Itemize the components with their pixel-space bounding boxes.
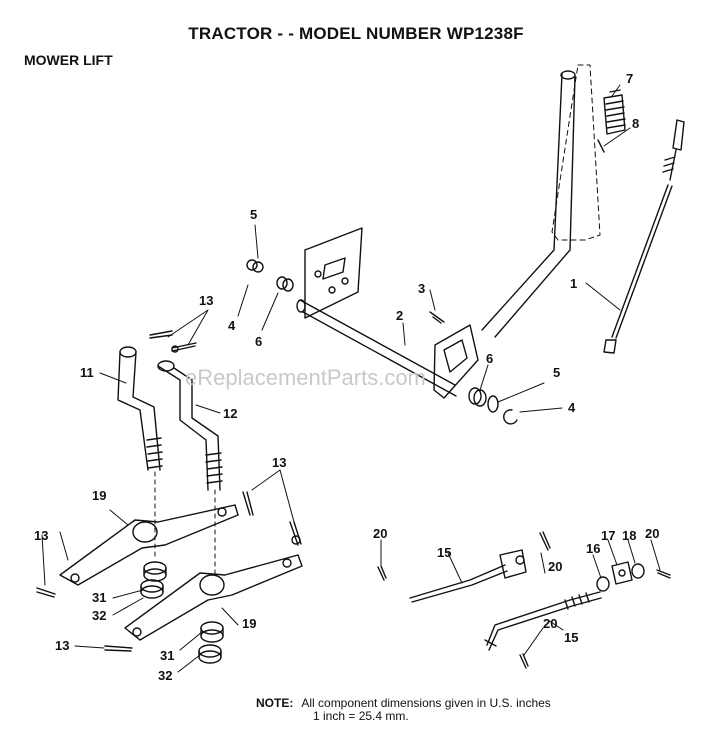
callout-7: 7 <box>626 71 633 86</box>
callout-32-lower: 32 <box>158 668 172 683</box>
callout-13-right: 13 <box>272 455 286 470</box>
watermark: eReplacementParts.com <box>185 365 426 390</box>
callout-6-right: 6 <box>486 351 493 366</box>
bushing-6-right <box>468 387 487 407</box>
diagram-title: TRACTOR - - MODEL NUMBER WP1238F <box>188 24 524 43</box>
callout-13-bottom: 13 <box>55 638 69 653</box>
callout-20-a: 20 <box>373 526 387 541</box>
clip-4-right <box>503 409 518 425</box>
note-line-2: 1 inch = 25.4 mm. <box>313 709 409 723</box>
height-rod-15-upper <box>409 549 527 603</box>
lift-handle <box>481 70 576 338</box>
block-17 <box>611 561 633 585</box>
lift-arm-19-lower <box>124 554 303 641</box>
callout-20-b: 20 <box>548 559 562 574</box>
footnote: NOTE: All component dimensions given in U… <box>256 697 551 723</box>
callout-16: 16 <box>586 541 600 556</box>
callout-20-d: 20 <box>543 616 557 631</box>
bushing-32-lower <box>198 644 222 664</box>
callout-13-left: 13 <box>34 528 48 543</box>
cotter-20c <box>656 569 671 579</box>
link-11 <box>117 346 163 471</box>
spring-7 <box>603 89 626 135</box>
link-12 <box>157 360 223 491</box>
callout-6-left: 6 <box>255 334 262 349</box>
callout-20-c: 20 <box>645 526 659 541</box>
callout-31-upper: 31 <box>92 590 106 605</box>
callout-5-right: 5 <box>553 365 560 380</box>
bushing-6-left <box>276 276 294 292</box>
callout-13-top: 13 <box>199 293 213 308</box>
lift-arm-19-upper <box>59 504 239 586</box>
clips-13-top <box>149 330 197 353</box>
nut-18 <box>631 563 645 579</box>
cotter-20b <box>539 531 551 551</box>
bushing-31-upper <box>143 561 167 582</box>
callout-15-upper: 15 <box>437 545 451 560</box>
callout-17: 17 <box>601 528 615 543</box>
callout-19-lower: 19 <box>242 616 256 631</box>
callout-19-upper: 19 <box>92 488 106 503</box>
callout-31-lower: 31 <box>160 648 174 663</box>
callout-18: 18 <box>622 528 636 543</box>
callout-1: 1 <box>570 276 577 291</box>
note-label: NOTE: <box>256 696 294 710</box>
stud-8 <box>597 139 605 153</box>
callout-11: 11 <box>80 365 94 380</box>
callout-15-lower: 15 <box>564 630 578 645</box>
clip-13-left <box>36 587 56 598</box>
lift-shaft-2 <box>296 299 457 397</box>
washer-5-left <box>246 259 264 273</box>
callout-8: 8 <box>632 116 639 131</box>
note-line-1: All component dimensions given in U.S. i… <box>301 696 551 710</box>
cotter-20a <box>377 565 387 581</box>
section-title: MOWER LIFT <box>24 52 113 68</box>
callout-4-right: 4 <box>568 400 576 415</box>
height-rod-15-lower <box>484 591 602 651</box>
callout-2: 2 <box>396 308 403 323</box>
bushing-31-lower <box>200 621 224 643</box>
clip-13-bottom <box>104 645 133 652</box>
callout-4-left: 4 <box>228 318 236 333</box>
cotter-20d <box>519 653 529 669</box>
mounting-plate <box>304 227 363 319</box>
callout-5-left: 5 <box>250 207 257 222</box>
washer-5-right <box>487 395 499 413</box>
callout-12: 12 <box>223 406 237 421</box>
clips-13-right <box>242 491 302 546</box>
callout-32-upper: 32 <box>92 608 106 623</box>
lift-bracket <box>433 324 479 399</box>
nut-16 <box>596 576 610 592</box>
bushing-32-upper <box>140 579 164 599</box>
pin-3 <box>429 311 445 324</box>
lift-rod-1 <box>603 119 685 354</box>
dashed-guide <box>551 64 601 241</box>
callout-3: 3 <box>418 281 425 296</box>
